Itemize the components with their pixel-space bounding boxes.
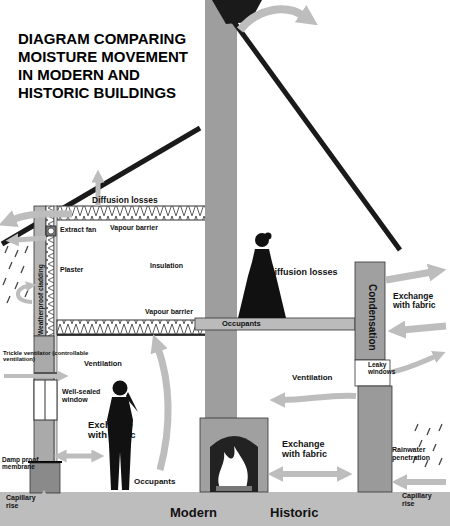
fire-flames xyxy=(218,446,248,488)
ventilation-arrow xyxy=(392,356,436,372)
sealed-window xyxy=(34,380,57,420)
man-body xyxy=(107,397,133,490)
man-arm xyxy=(126,392,138,412)
woman-hair-bun xyxy=(265,233,272,240)
woman-dress xyxy=(238,249,286,318)
section-label: Modern xyxy=(170,506,217,520)
ventilation-arrow xyxy=(282,396,356,400)
callout-label: Damp proof membrane xyxy=(2,456,42,470)
ceiling-insulation xyxy=(57,206,228,220)
man-head xyxy=(113,381,128,396)
cladding-deflect-arrow xyxy=(18,286,32,302)
callout-label: Exchange with fabric xyxy=(393,292,447,310)
solid-wall-lower xyxy=(358,386,392,492)
callout-label: Vapour barrier xyxy=(110,224,158,232)
extract-arrow xyxy=(16,238,46,240)
callout-label: Extract fan xyxy=(60,226,96,234)
callout-label: Well-sealed window xyxy=(62,388,114,403)
solid-wall-upper xyxy=(355,262,385,360)
occupant-moisture-arrow xyxy=(158,348,168,470)
weatherproof-cladding xyxy=(34,206,46,336)
wall-insulation xyxy=(46,206,54,336)
callout-label: Exchange with fabric xyxy=(282,440,340,459)
callout-label: Ventilation xyxy=(84,360,122,368)
callout-label: Occupants xyxy=(134,478,175,487)
callout-label: Trickle ventilator (controllable ventila… xyxy=(3,350,95,363)
callout-label: Capillary rise xyxy=(402,492,444,507)
rain-streaks xyxy=(3,246,28,303)
callout-label: Plaster xyxy=(60,266,83,274)
exchange-arrow xyxy=(280,471,340,477)
fire-logs xyxy=(216,486,252,491)
extract-fan xyxy=(46,226,56,236)
vapour-barrier-line xyxy=(57,334,228,336)
extract-fan-blade xyxy=(48,228,54,234)
timber-floor xyxy=(195,318,355,330)
callout-label: Vapour barrier xyxy=(145,308,193,316)
capillary-arrow xyxy=(42,500,47,522)
ground-band xyxy=(0,492,450,526)
historic-roof xyxy=(218,0,400,250)
callout-label: Diffusion losses xyxy=(92,196,158,205)
chimney-stack xyxy=(205,0,237,420)
rain-streaks xyxy=(413,424,442,467)
ventilation-arrow xyxy=(4,374,60,378)
callout-label: Rainwater penetration xyxy=(392,446,442,461)
section-label: Historic xyxy=(270,506,318,520)
diagram-title: DIAGRAM COMPARING MOISTURE MOVEMENT IN M… xyxy=(18,30,203,102)
fireplace-surround xyxy=(200,418,268,492)
modern-roof xyxy=(2,128,200,244)
exchange-arrow xyxy=(402,326,446,330)
fireplace-opening xyxy=(210,436,258,492)
diffusion-arrow xyxy=(386,272,432,280)
window-mullion xyxy=(45,380,46,420)
exchange-arrow xyxy=(64,454,94,459)
chimney-draught-arrow xyxy=(240,9,304,30)
callout-label: Capillary rise xyxy=(6,494,46,509)
callout-label: Occupants xyxy=(222,320,261,328)
callout-label: Condensation xyxy=(366,284,377,351)
air-loss-arrow xyxy=(12,214,72,220)
callout-label: Exchange with fabric xyxy=(88,420,148,441)
callout-label: Insulation xyxy=(150,262,183,270)
callout-label: Weatherproof cladding xyxy=(37,264,44,335)
callout-label: Ventilation xyxy=(292,374,332,383)
rainwater-arrow xyxy=(404,479,446,485)
callout-label: Leaky windows xyxy=(368,361,400,375)
callout-label: Diffusion losses xyxy=(268,268,338,278)
